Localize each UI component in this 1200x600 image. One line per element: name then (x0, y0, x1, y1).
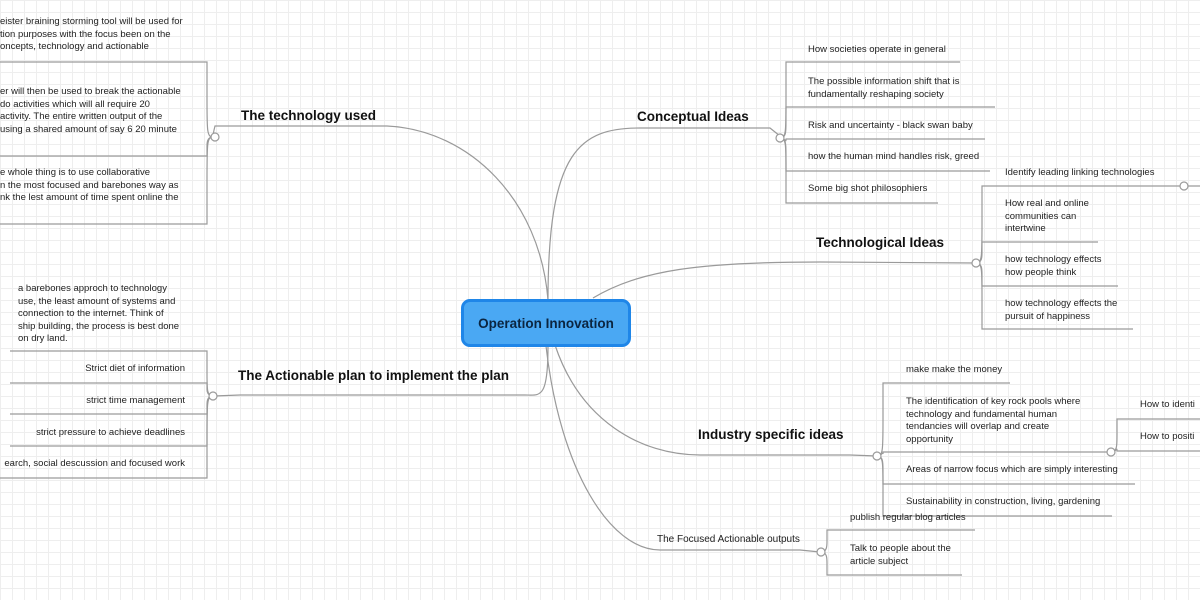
topic-conceptual-ideas[interactable]: Conceptual Ideas (637, 109, 749, 124)
subtopic-tech-3[interactable]: e whole thing is to use collaborative n … (0, 167, 179, 203)
connector-actionable-plan (213, 345, 549, 397)
subtopic-industry-sub-1[interactable]: How to identi (1140, 399, 1195, 410)
tech-item-line-1 (0, 136, 214, 157)
connector-technological (592, 261, 977, 299)
subtopic-industry-3[interactable]: Areas of narrow focus which are simply i… (906, 464, 1118, 475)
subtopic-techidea-3[interactable]: how technology effects how people think (1005, 254, 1102, 278)
subtopic-plan-3[interactable]: strict time management (86, 395, 185, 406)
subtopic-concept-1[interactable]: How societies operate in general (808, 44, 946, 55)
concept-item-line-2 (779, 137, 985, 142)
subtopic-techidea-1[interactable]: Identify leading linking technologies (1005, 167, 1155, 178)
topic-focused-outputs[interactable]: The Focused Actionable outputs (657, 534, 800, 545)
connector-conceptual (547, 127, 781, 301)
collapse-knob-industry-rock-pools[interactable] (1106, 447, 1116, 457)
connector-industry (554, 344, 878, 457)
subtopic-plan-5[interactable]: earch, social descussion and focused wor… (4, 458, 185, 469)
subtopic-industry-4[interactable]: Sustainability in construction, living, … (906, 496, 1101, 507)
subtopic-concept-4[interactable]: how the human mind handles risk, greed (808, 151, 980, 162)
subtopic-tech-1[interactable]: eister braining storming tool will be us… (0, 16, 183, 52)
connector-focused-outputs (545, 345, 821, 553)
subtopic-industry-sub-2[interactable]: How to positi (1140, 431, 1195, 442)
subtopic-concept-5[interactable]: Some big shot philosophiers (808, 183, 928, 194)
collapse-knob-technology-used[interactable] (210, 132, 220, 142)
collapse-knob-technological[interactable] (971, 258, 981, 268)
subtopic-tech-2[interactable]: er will then be used to break the action… (0, 86, 181, 135)
subtopic-industry-1[interactable]: make make the money (906, 364, 1003, 375)
concept-item-line-4 (779, 137, 938, 204)
subtopic-output-2[interactable]: Talk to people about the article subject (850, 543, 951, 567)
subtopic-concept-2[interactable]: The possible information shift that is f… (808, 76, 960, 100)
subtopic-plan-1[interactable]: a barebones approch to technology use, t… (18, 283, 180, 344)
connector-technology-used (212, 125, 549, 301)
plan-item-line-4 (0, 395, 214, 479)
subtopic-industry-2[interactable]: The identification of key rock pools whe… (906, 396, 1081, 445)
collapse-knob-conceptual[interactable] (775, 133, 785, 143)
subtopic-techidea-4[interactable]: how technology effects the pursuit of ha… (1005, 298, 1118, 322)
concept-item-line-1 (779, 106, 995, 139)
topic-technology-used[interactable]: The technology used (241, 108, 377, 123)
topic-actionable-plan[interactable]: The Actionable plan to implement the pla… (238, 368, 510, 383)
collapse-knob-actionable-plan[interactable] (208, 391, 218, 401)
tech-item-line-0 (0, 61, 214, 138)
plan-item-line-0 (10, 350, 214, 397)
industry-item-line-1 (876, 451, 1110, 457)
collapse-knob-industry[interactable] (872, 451, 882, 461)
industry-item-line-3 (876, 455, 1112, 517)
topic-technological-ideas[interactable]: Technological Ideas (816, 235, 945, 250)
subtopic-output-1[interactable]: publish regular blog articles (850, 512, 966, 523)
subtopic-techidea-2[interactable]: How real and online communities can inte… (1005, 198, 1089, 234)
tech-item-line-2 (0, 136, 214, 225)
central-topic-label: Operation Innovation (478, 315, 614, 331)
central-topic[interactable]: Operation Innovation (461, 299, 631, 347)
industry-item-line-0 (876, 382, 1010, 457)
subtopic-plan-2[interactable]: Strict diet of information (85, 363, 185, 374)
subtopic-plan-4[interactable]: strict pressure to achieve deadlines (36, 427, 185, 438)
industry-sub-item-line-1 (1110, 448, 1200, 453)
collapse-knob-linking-technologies[interactable] (1179, 181, 1189, 191)
techidea-item-line-3 (975, 262, 1133, 330)
techidea-item-line-0 (975, 185, 1183, 264)
topic-industry-ideas[interactable]: Industry specific ideas (698, 427, 844, 442)
collapse-knob-focused-outputs[interactable] (816, 547, 826, 557)
subtopic-concept-3[interactable]: Risk and uncertainty - black swan baby (808, 120, 973, 131)
